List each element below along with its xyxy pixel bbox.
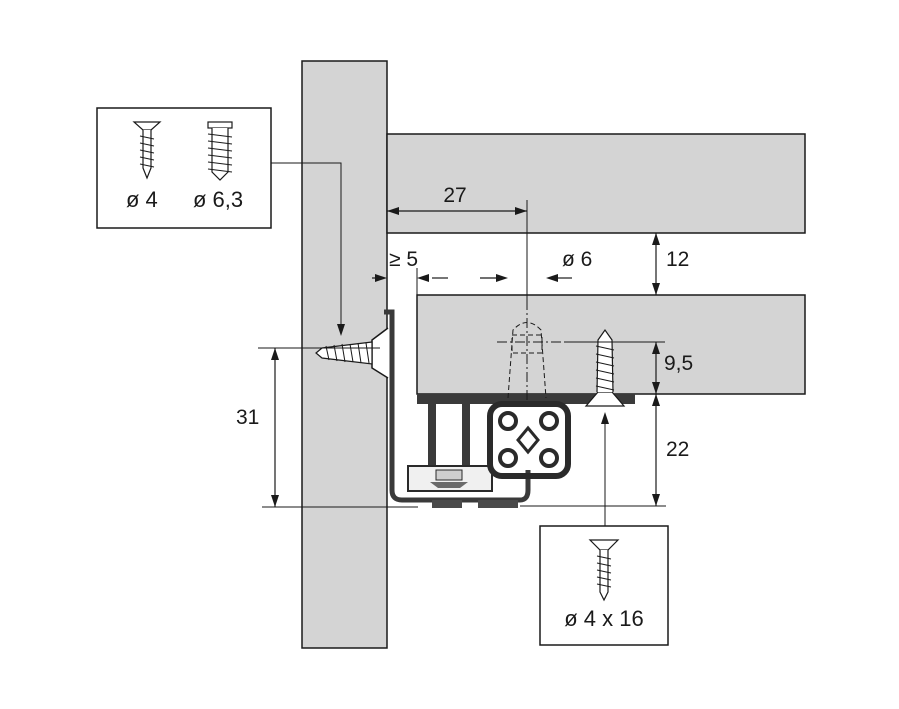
screw-6-3-icon	[207, 121, 233, 181]
screw-4x16-icon	[588, 539, 620, 602]
dimension-12: 12	[652, 233, 689, 295]
screw-label-4x16: ø 4 x 16	[564, 606, 643, 631]
screw-label-6-3: ø 6,3	[193, 187, 243, 212]
dimension-dowel-6: ø 6	[480, 248, 592, 282]
dimension-27-label: 27	[443, 184, 466, 207]
dimension-12-label: 12	[666, 248, 689, 271]
dimension-31-label: 31	[236, 406, 259, 429]
dimension-22-label: 22	[666, 438, 689, 461]
screw-4-icon	[132, 121, 162, 180]
drawer-bottom-screw	[584, 328, 626, 407]
screw-box-bottom: ø 4 x 16	[539, 525, 669, 646]
dimension-27: 27	[387, 184, 528, 300]
dimension-22: 22	[520, 394, 689, 507]
leader-line-left	[271, 162, 345, 336]
dimension-9-5-label: 9,5	[664, 352, 693, 375]
leader-line-bottom	[601, 412, 609, 526]
dimension-min-5-label: ≥ 5	[389, 248, 418, 271]
dimension-31: 31	[236, 347, 418, 508]
dimension-dowel-6-label: ø 6	[562, 248, 592, 271]
dowel-hole-outline	[497, 300, 565, 400]
top-board	[386, 133, 806, 234]
dimension-min-5: ≥ 5	[372, 248, 448, 295]
screw-label-4: ø 4	[126, 187, 158, 212]
screw-box-left: ø 4 ø 6,3	[96, 107, 272, 229]
drawer-runner-profile	[384, 309, 635, 508]
dimension-9-5: 9,5	[565, 341, 693, 394]
